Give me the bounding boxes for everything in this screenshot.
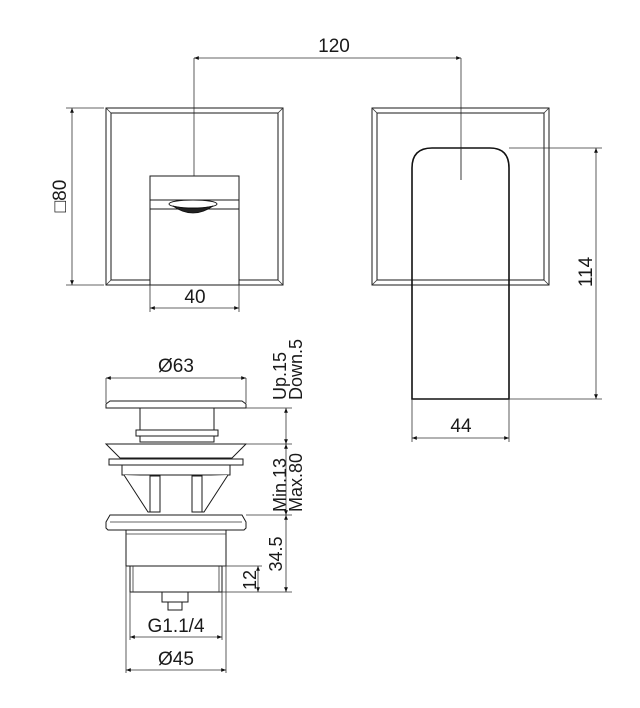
front-view: □80 40: [50, 107, 284, 312]
range-max-label: Max.80: [286, 453, 306, 512]
thread-height-label: 12: [240, 570, 260, 590]
plate-size-label: □80: [50, 180, 71, 213]
spout-length-label: 114: [576, 256, 597, 287]
body-diameter-label: Ø45: [158, 649, 194, 670]
range-min-label: Min.13: [270, 458, 290, 512]
side-view: 114 44: [371, 107, 602, 442]
travel-down-label: Down.5: [286, 339, 306, 400]
projection-label: 120: [318, 36, 350, 57]
spout-width-label: 40: [184, 287, 205, 308]
thread-label: G1.1/4: [147, 616, 204, 637]
dimension-projection-120: 120: [193, 36, 462, 180]
body-height-label: 34.5: [266, 536, 286, 571]
waste-valve: Ø63: [104, 339, 306, 673]
spout-depth-label: 44: [450, 416, 472, 437]
cap-diameter-label: Ø63: [158, 356, 194, 377]
aerator-icon: [168, 199, 218, 214]
travel-up-label: Up.15: [270, 352, 290, 400]
